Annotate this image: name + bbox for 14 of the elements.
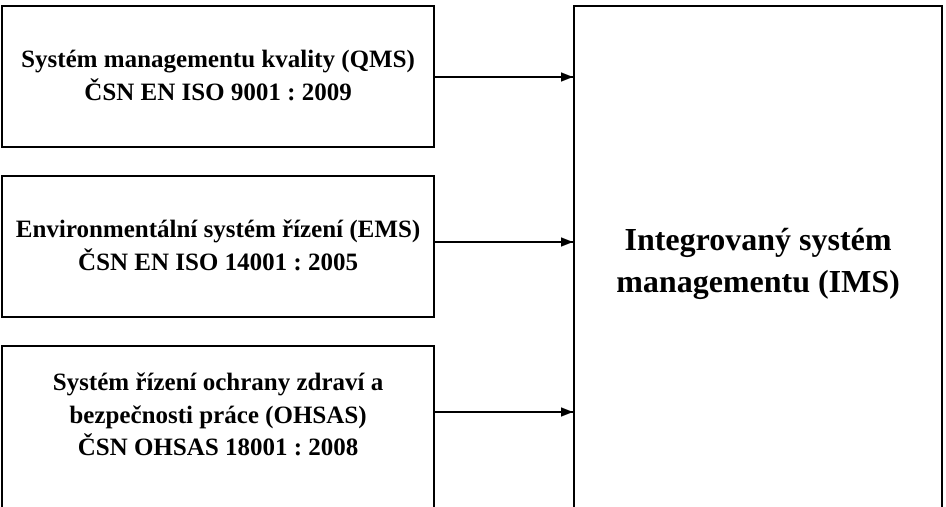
box-title: Systém managementu kvality (QMS) [21,45,415,75]
standard-label: ČSN EN ISO 14001 : 2005 [78,247,358,278]
process-box [573,5,943,507]
process-box [1,5,435,148]
arrow [435,237,573,247]
box-title: Integrovaný systém managementu (IMS) [615,220,901,302]
arrow [435,407,573,417]
box-title: Environmentální systém řízení (EMS) [16,215,420,245]
arrow [435,72,573,82]
box-title: Systém řízení ochrany zdraví a bezpečnosti práce (OHSAS) [52,368,384,430]
process-box [1,175,435,318]
standard-label: ČSN OHSAS 18001 : 2008 [78,432,358,463]
standard-label: ČSN EN ISO 9001 : 2009 [84,77,352,108]
process-box [1,345,435,507]
